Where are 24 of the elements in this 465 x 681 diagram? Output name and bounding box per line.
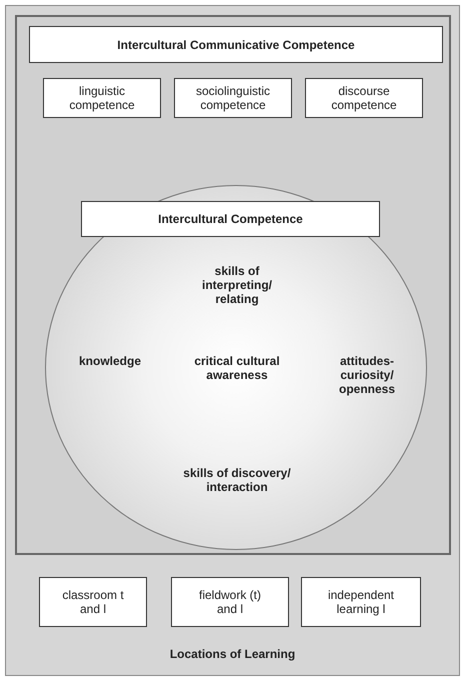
competence-box [171, 577, 289, 627]
panel-heading: Locations of Learning [168, 647, 296, 661]
heading-text: Intercultural Competence [157, 212, 304, 226]
inner-frame [15, 15, 451, 555]
competence-box [39, 577, 147, 627]
box-label: linguistic competence [68, 84, 136, 112]
box-label: independent learning l [326, 588, 396, 616]
competence-box [305, 78, 423, 118]
component-label: knowledge [78, 354, 142, 368]
competence-box [301, 577, 421, 627]
heading-box [29, 26, 443, 63]
competence-box [43, 78, 161, 118]
component-label: attitudes- curiosity/ openness [338, 354, 396, 396]
box-label: sociolinguistic competence [194, 84, 272, 112]
competence-box [174, 78, 292, 118]
outer-panel [5, 5, 460, 676]
component-label: skills of discovery/ interaction [182, 466, 292, 494]
box-label: fieldwork (t) and l [198, 588, 262, 616]
heading-text: Intercultural Communicative Competence [116, 38, 356, 52]
box-label: discourse competence [330, 84, 398, 112]
heading-box [81, 201, 380, 237]
component-label: critical cultural awareness [193, 354, 281, 382]
component-label: skills of interpreting/ relating [200, 264, 273, 306]
box-label: classroom t and l [61, 588, 125, 616]
